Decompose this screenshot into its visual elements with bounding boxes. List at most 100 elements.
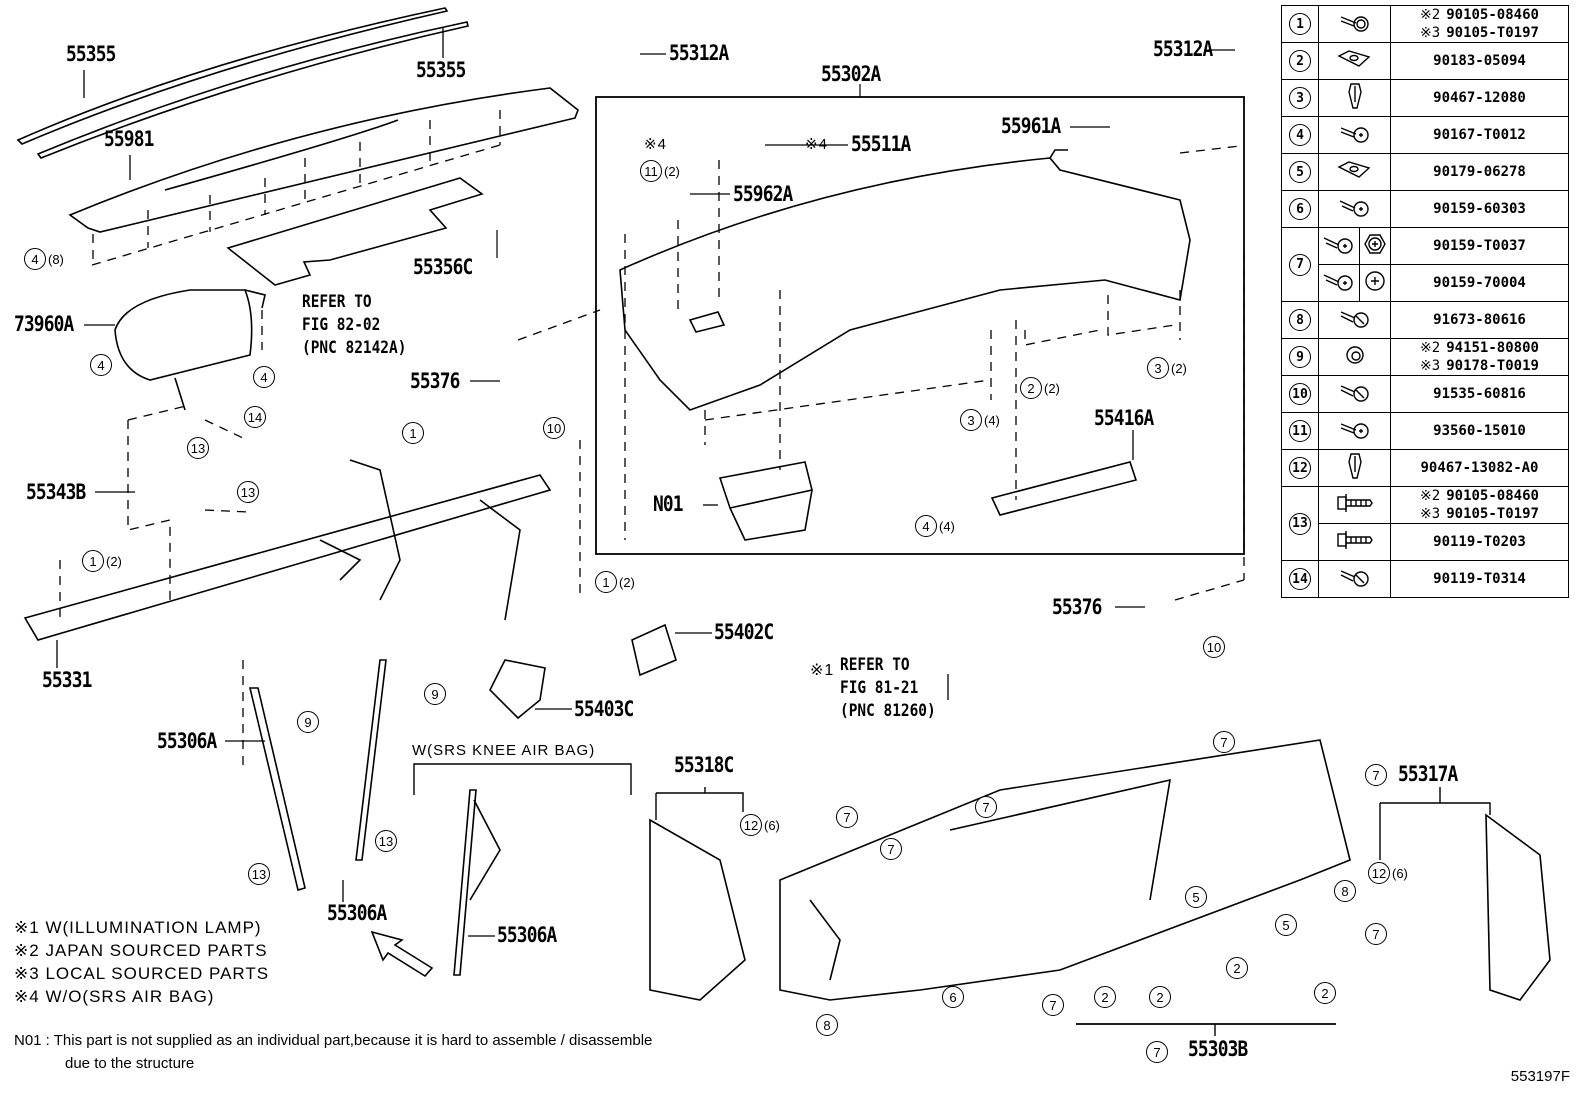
callout-10[interactable]: 10: [1203, 636, 1225, 658]
callout-7[interactable]: 7: [836, 806, 858, 828]
part-number[interactable]: 90119-T0314: [1433, 571, 1526, 587]
part-label-55402c[interactable]: 55402C: [714, 620, 774, 644]
callout-7[interactable]: 7: [880, 838, 902, 860]
callout-5[interactable]: 5: [1185, 886, 1207, 908]
fastener-row[interactable]: 90159-70004: [1282, 264, 1569, 302]
callout-9[interactable]: 9: [297, 711, 319, 733]
part-label-55312a[interactable]: 55312A: [1153, 37, 1213, 61]
callout-8[interactable]: 8: [1334, 880, 1356, 902]
callout-3[interactable]: 3(4): [960, 409, 1000, 431]
part-number[interactable]: 90119-T0203: [1433, 534, 1526, 550]
part-number[interactable]: 91535-60816: [1433, 386, 1526, 402]
callout-2[interactable]: 2: [1226, 957, 1248, 979]
callout-6[interactable]: 6: [942, 986, 964, 1008]
callout-1[interactable]: 1(2): [82, 550, 122, 572]
callout-1[interactable]: 1(2): [595, 571, 635, 593]
callout-1[interactable]: 1: [402, 422, 424, 444]
callout-7[interactable]: 7: [1365, 764, 1387, 786]
part-number[interactable]: 90467-12080: [1433, 90, 1526, 106]
part-label-55981[interactable]: 55981: [104, 127, 154, 151]
callout-2[interactable]: 2: [1149, 986, 1171, 1008]
callout-8[interactable]: 8: [816, 1014, 838, 1036]
callout-7[interactable]: 7: [1146, 1041, 1168, 1063]
callout-4[interactable]: 4: [253, 366, 275, 388]
callout-4[interactable]: 4: [90, 354, 112, 376]
part-number[interactable]: 91673-80616: [1433, 312, 1526, 328]
callout-13[interactable]: 13: [187, 437, 209, 459]
refer-note-81-21[interactable]: REFER TO FIG 81-21 (PNC 81260): [840, 655, 936, 721]
callout-7[interactable]: 7: [1042, 994, 1064, 1016]
part-label-55306a[interactable]: 55306A: [497, 923, 557, 947]
callout-12[interactable]: 12(6): [740, 814, 780, 836]
callout-7[interactable]: 7: [975, 796, 997, 818]
callout-2[interactable]: 2(2): [1020, 377, 1060, 399]
callout-4[interactable]: 4(4): [915, 515, 955, 537]
callout-7[interactable]: 7: [1365, 923, 1387, 945]
part-label-55376[interactable]: 55376: [1052, 595, 1102, 619]
fastener-row[interactable]: 90119-T0203: [1282, 523, 1569, 561]
part-label-55343b[interactable]: 55343B: [26, 480, 86, 504]
part-label-55306a[interactable]: 55306A: [327, 901, 387, 925]
part-label-55302a[interactable]: 55302A: [821, 62, 881, 86]
callout-3[interactable]: 3(2): [1147, 357, 1187, 379]
callout-11[interactable]: 11(2): [640, 160, 680, 182]
part-number[interactable]: 90467-13082-A0: [1420, 460, 1539, 476]
part-number[interactable]: 90183-05094: [1433, 53, 1526, 69]
callout-13[interactable]: 13: [375, 830, 397, 852]
callout-13[interactable]: 13: [248, 863, 270, 885]
part-label-55962a[interactable]: 55962A: [733, 182, 793, 206]
part-number[interactable]: 90167-T0012: [1433, 127, 1526, 143]
part-label-55961a[interactable]: 55961A: [1001, 114, 1061, 138]
part-label-n01[interactable]: N01: [653, 492, 684, 516]
callout-2[interactable]: 2: [1094, 986, 1116, 1008]
refer-note-82-02[interactable]: REFER TO FIG 82-02 (PNC 82142A): [302, 292, 407, 358]
callout-12[interactable]: 12(6): [1368, 862, 1408, 884]
callout-2[interactable]: 2: [1314, 982, 1336, 1004]
part-number[interactable]: 90159-70004: [1433, 275, 1526, 291]
part-label-55416a[interactable]: 55416A: [1094, 406, 1154, 430]
callout-7[interactable]: 7: [1213, 731, 1235, 753]
callout-14[interactable]: 14: [244, 406, 266, 428]
callout-9[interactable]: 9: [424, 683, 446, 705]
part-number[interactable]: 90159-60303: [1433, 201, 1526, 217]
part-label-55317a[interactable]: 55317A: [1398, 762, 1458, 786]
part-label-55376[interactable]: 55376: [410, 369, 460, 393]
part-number[interactable]: 90159-T0037: [1433, 238, 1526, 254]
callout-10[interactable]: 10: [543, 417, 565, 439]
part-label-55331[interactable]: 55331: [42, 668, 92, 692]
callout-13[interactable]: 13: [237, 481, 259, 503]
part-label-55403c[interactable]: 55403C: [574, 697, 634, 721]
part-number[interactable]: 93560-15010: [1433, 423, 1526, 439]
part-label-73960a[interactable]: 73960A: [14, 312, 74, 336]
part-label-55312a[interactable]: 55312A: [669, 41, 729, 65]
part-label-55355[interactable]: 55355: [416, 58, 466, 82]
part-label-55318c[interactable]: 55318C: [674, 753, 734, 777]
callout-4[interactable]: 4(8): [24, 248, 64, 270]
part-label-55303b[interactable]: 55303B: [1188, 1037, 1248, 1061]
callout-5[interactable]: 5: [1275, 914, 1297, 936]
part-label-55355[interactable]: 55355: [66, 42, 116, 66]
part-label-55511a[interactable]: 55511A: [851, 132, 911, 156]
part-number[interactable]: 90179-06278: [1433, 164, 1526, 180]
part-label-55356c[interactable]: 55356C: [413, 255, 473, 279]
